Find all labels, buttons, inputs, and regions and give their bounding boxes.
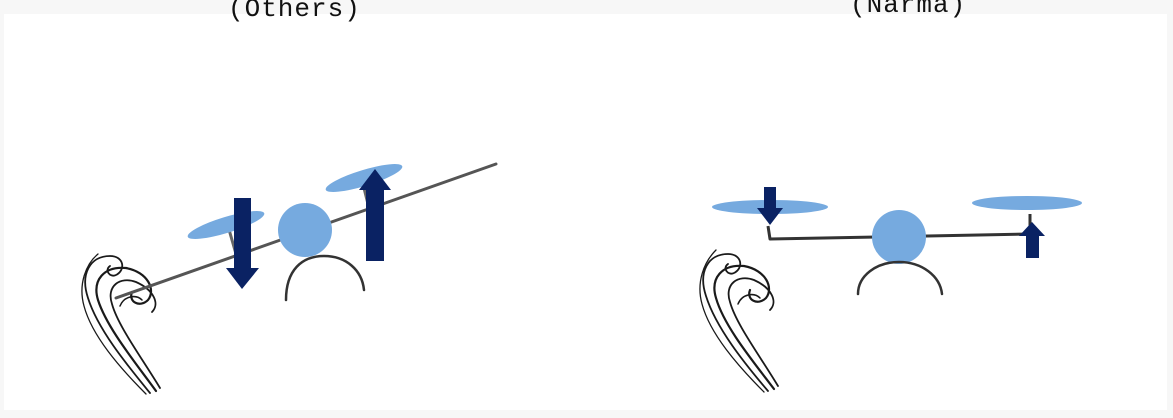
rotor-disc-right — [972, 196, 1082, 210]
body-support-arc — [858, 262, 942, 294]
body-sphere — [278, 203, 332, 257]
swirl-icon — [700, 250, 778, 392]
panel-label-narma: (Narma) — [850, 0, 966, 20]
panel-narma — [700, 187, 1082, 392]
rotor-disc-left — [185, 206, 266, 245]
panel-others — [82, 159, 496, 394]
panel-label-others: (Others) — [228, 0, 361, 24]
arrow-up-icon — [1019, 222, 1045, 258]
body-support-arc — [286, 256, 364, 300]
body-sphere — [872, 210, 926, 264]
swirl-icon — [82, 254, 160, 394]
